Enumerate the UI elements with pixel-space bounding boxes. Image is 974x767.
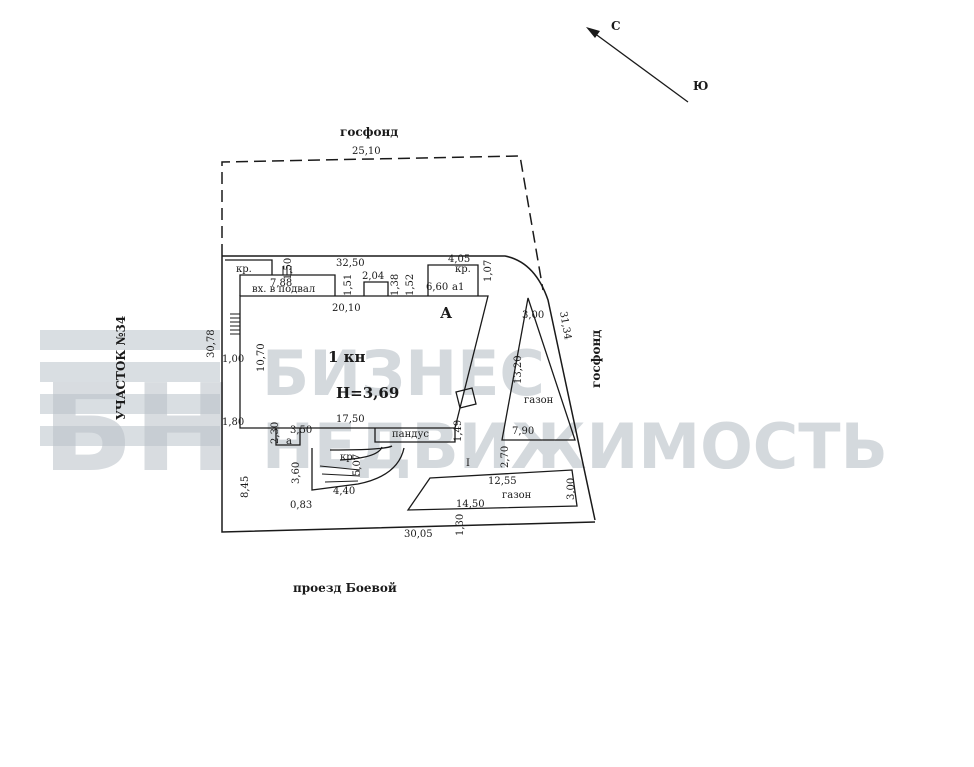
lawn-east-label: газон bbox=[524, 395, 554, 406]
dim-label: 2,30 bbox=[270, 422, 281, 444]
compass-north-label: С bbox=[611, 19, 621, 33]
dim-label: 0,83 bbox=[290, 500, 312, 511]
dim-label: 1,49 bbox=[453, 420, 464, 442]
watermark-logo: БН bbox=[42, 360, 234, 499]
dim-label: 2,70 bbox=[500, 446, 511, 468]
neighbor-left-label: УЧАСТОК №34 bbox=[114, 316, 128, 420]
watermark-logo-stripes bbox=[40, 330, 220, 446]
dim-label: 4,40 bbox=[333, 486, 355, 497]
dim-label: 7,88 bbox=[270, 278, 292, 289]
dim-label: 1,51 bbox=[343, 274, 354, 296]
annex-letter: а1 bbox=[452, 282, 464, 293]
neighbor-right-label: госфонд bbox=[589, 330, 603, 388]
dim-label: 2,04 bbox=[362, 271, 384, 282]
annex-porch-label: кр. bbox=[455, 264, 471, 275]
lawn-east-outline bbox=[501, 297, 576, 441]
zone-marker: I bbox=[466, 458, 470, 469]
dim-label: 1,30 bbox=[455, 514, 466, 536]
dim-label: 1,38 bbox=[390, 274, 401, 296]
lawn-south-outline bbox=[406, 469, 578, 511]
building-label: 1 кн bbox=[328, 348, 365, 366]
dim-label: 1,50 bbox=[283, 258, 294, 280]
dim-label: 25,10 bbox=[352, 146, 381, 157]
dim-label: 1,80 bbox=[222, 417, 244, 428]
dim-label: 3,50 bbox=[290, 425, 312, 436]
porch-letter: а bbox=[286, 436, 292, 447]
compass-arrow-icon bbox=[586, 27, 600, 38]
dim-label: 30,78 bbox=[206, 329, 217, 358]
dim-label: 1,07 bbox=[483, 260, 494, 282]
building-letter: А bbox=[440, 304, 453, 322]
dim-label: 6,60 bbox=[426, 282, 448, 293]
dim-label: 17,50 bbox=[336, 414, 365, 425]
dim-label: 12,55 bbox=[488, 476, 517, 487]
dim-label: 3,00 bbox=[566, 478, 577, 500]
porch-south-label: кр. bbox=[340, 452, 356, 463]
building-outline bbox=[225, 259, 489, 491]
dimension-labels: 25,10 32,50 4,05 30,78 1,00 10,70 1,80 2… bbox=[206, 146, 577, 540]
dim-label: 8,45 bbox=[240, 476, 251, 498]
dim-label: 32,50 bbox=[336, 258, 365, 269]
watermark-line-1: БИЗНЕС bbox=[262, 337, 545, 410]
dim-label: 31,34 bbox=[557, 311, 573, 341]
watermark-line-2: НЕДВИЖИМОСТЬ bbox=[262, 410, 888, 483]
dim-label: 13,20 bbox=[513, 355, 524, 384]
neighbor-bottom-label: проезд Боевой bbox=[293, 581, 397, 595]
dim-label: 1,52 bbox=[405, 274, 416, 296]
compass-south-label: Ю bbox=[693, 79, 708, 93]
lawn-south-label: газон bbox=[502, 490, 532, 501]
porch-top-label: кр. bbox=[236, 264, 252, 275]
dim-label: 3,60 bbox=[291, 462, 302, 484]
dim-label: 4,05 bbox=[448, 254, 470, 265]
dim-label: 30,05 bbox=[404, 529, 433, 540]
ramp-label: пандус bbox=[392, 429, 429, 440]
basement-entrance-label: вх. в подвал bbox=[252, 284, 315, 295]
stair-hatching bbox=[230, 266, 361, 483]
dim-label: 1,00 bbox=[222, 354, 244, 365]
dim-label: 3,00 bbox=[522, 310, 544, 321]
dim-label: 7,90 bbox=[512, 426, 534, 437]
neighbor-top-label: госфонд bbox=[340, 125, 398, 139]
building-height: Н=3,69 bbox=[336, 384, 399, 402]
dim-label: 5,07 bbox=[352, 454, 363, 476]
compass: С Ю bbox=[586, 19, 708, 103]
dim-label: 20,10 bbox=[332, 303, 361, 314]
dim-label: 10,70 bbox=[256, 343, 267, 372]
neighbor-plot-dashed-boundary bbox=[221, 155, 544, 291]
site-boundary bbox=[221, 255, 596, 533]
watermark: БН БИЗНЕС НЕДВИЖИМОСТЬ bbox=[40, 330, 888, 499]
dim-label: 14,50 bbox=[456, 499, 485, 510]
